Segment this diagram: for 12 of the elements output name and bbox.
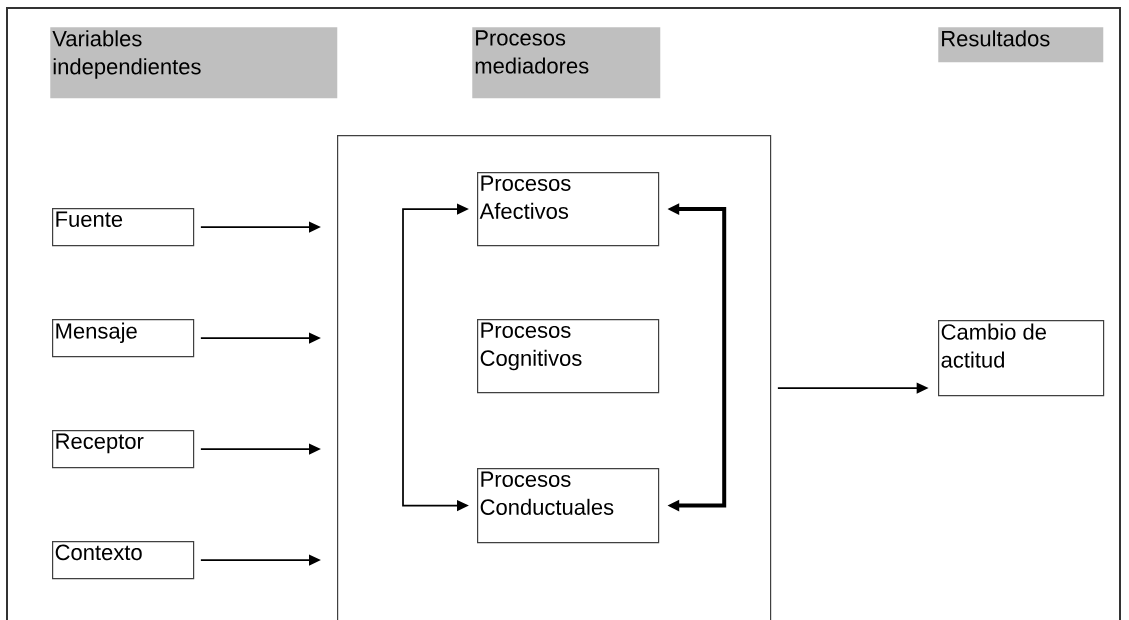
process-box: Cambio de actitud: [938, 320, 1105, 397]
process-box: Mensaje: [52, 319, 195, 358]
process-box: Procesos Cognitivos: [477, 319, 660, 394]
process-box: Receptor: [52, 430, 195, 469]
process-box: Fuente: [52, 208, 195, 247]
process-box: Procesos Afectivos: [477, 172, 660, 247]
frame-box: [337, 135, 772, 620]
process-box: Contexto: [52, 541, 195, 580]
column-heading: Resultados: [938, 27, 1104, 63]
process-box: Procesos Conductuales: [477, 468, 660, 544]
column-heading: Variables independientes: [50, 27, 338, 99]
column-heading: Procesos mediadores: [472, 27, 661, 99]
